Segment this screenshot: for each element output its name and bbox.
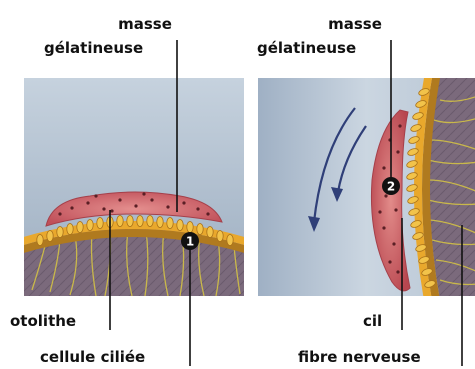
marker-2: 2	[382, 177, 400, 195]
marker-2-text: 2	[387, 180, 395, 194]
right-panel	[258, 78, 475, 300]
marker-1: 1	[181, 232, 199, 250]
marker-1-text: 1	[186, 235, 194, 249]
left-panel	[20, 78, 248, 300]
right-tissue	[429, 78, 475, 300]
